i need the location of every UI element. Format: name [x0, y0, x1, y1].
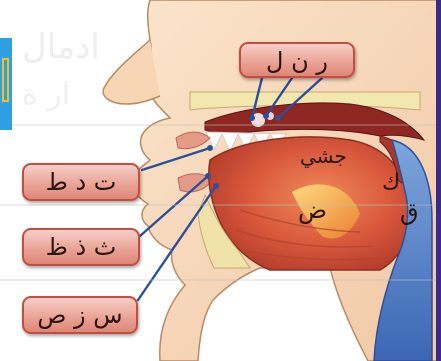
letters-jim-shin-ya: جشي	[300, 144, 347, 168]
tab-marker-icon	[2, 58, 9, 102]
faint-background-text-2: ار ة	[22, 77, 70, 112]
label-ta-dal-tta: ت د ط	[22, 163, 140, 201]
arrow-head-4	[207, 145, 213, 151]
label-ra-nun-lam: ر ن ل	[239, 42, 355, 78]
arrow-head-5	[205, 173, 211, 179]
letter-dad: ض	[298, 196, 327, 224]
label-tha-dhal-zha: ث ذ ظ	[22, 228, 140, 266]
label-sin-zay-sad: س ز ص	[22, 296, 138, 334]
letter-kaf: ك	[382, 170, 400, 195]
arrow-head-1	[249, 115, 255, 121]
arrow-head-2	[263, 113, 269, 119]
arrow-head-3	[275, 115, 281, 121]
arrow-head-6	[213, 183, 219, 189]
faint-background-text: ادمال	[22, 27, 100, 67]
letter-qaf: ق	[400, 198, 419, 226]
right-edge-strip	[436, 0, 441, 361]
